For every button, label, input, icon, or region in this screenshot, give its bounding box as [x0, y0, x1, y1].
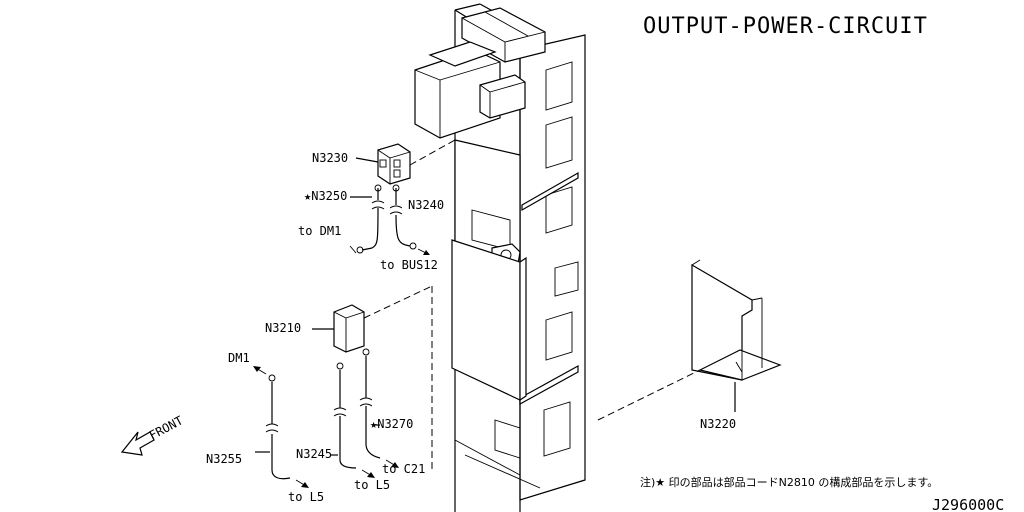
n3230-connector	[355, 143, 411, 185]
label-n3250: ★N3250	[304, 189, 347, 203]
label-to-c21: to C21	[382, 462, 425, 476]
diagram-code: J296000C	[932, 496, 1004, 512]
front-label: FRONT	[147, 413, 185, 442]
label-n3240: N3240	[408, 198, 444, 212]
front-arrow	[120, 431, 155, 456]
label-n3245: N3245	[296, 447, 332, 461]
n3210-leader	[363, 285, 433, 319]
label-to-l5-a: to L5	[288, 490, 324, 504]
label-dm1: DM1	[228, 351, 250, 365]
label-to-dm1: to DM1	[298, 224, 341, 238]
label-to-bus12: to BUS12	[380, 258, 438, 272]
label-n3230: N3230	[312, 151, 348, 165]
footnote: 注)★ 印の部品は部品コードN2810 の構成部品を示します。	[640, 475, 938, 489]
label-n3220: N3220	[700, 417, 736, 431]
lower-cover	[451, 239, 527, 459]
n3230-leader	[409, 139, 456, 166]
cabinet-frame	[454, 3, 586, 512]
diagram-title: OUTPUT-POWER-CIRCUIT	[643, 14, 928, 39]
n3245-harness	[330, 362, 375, 478]
n3220-bracket	[691, 259, 782, 381]
label-n3255: N3255	[206, 452, 242, 466]
n3255-harness	[253, 366, 309, 488]
label-n3210: N3210	[265, 321, 301, 335]
n3250-harness	[349, 184, 385, 254]
n3210-relay	[312, 304, 365, 353]
n3220-leader	[597, 369, 701, 421]
upper-relay-block	[414, 41, 526, 139]
label-to-l5-b: to L5	[354, 478, 390, 492]
cabinet-base	[454, 439, 586, 501]
n3270-harness	[359, 348, 399, 468]
n3240-harness	[389, 184, 430, 255]
label-n3270: ★N3270	[370, 417, 413, 431]
